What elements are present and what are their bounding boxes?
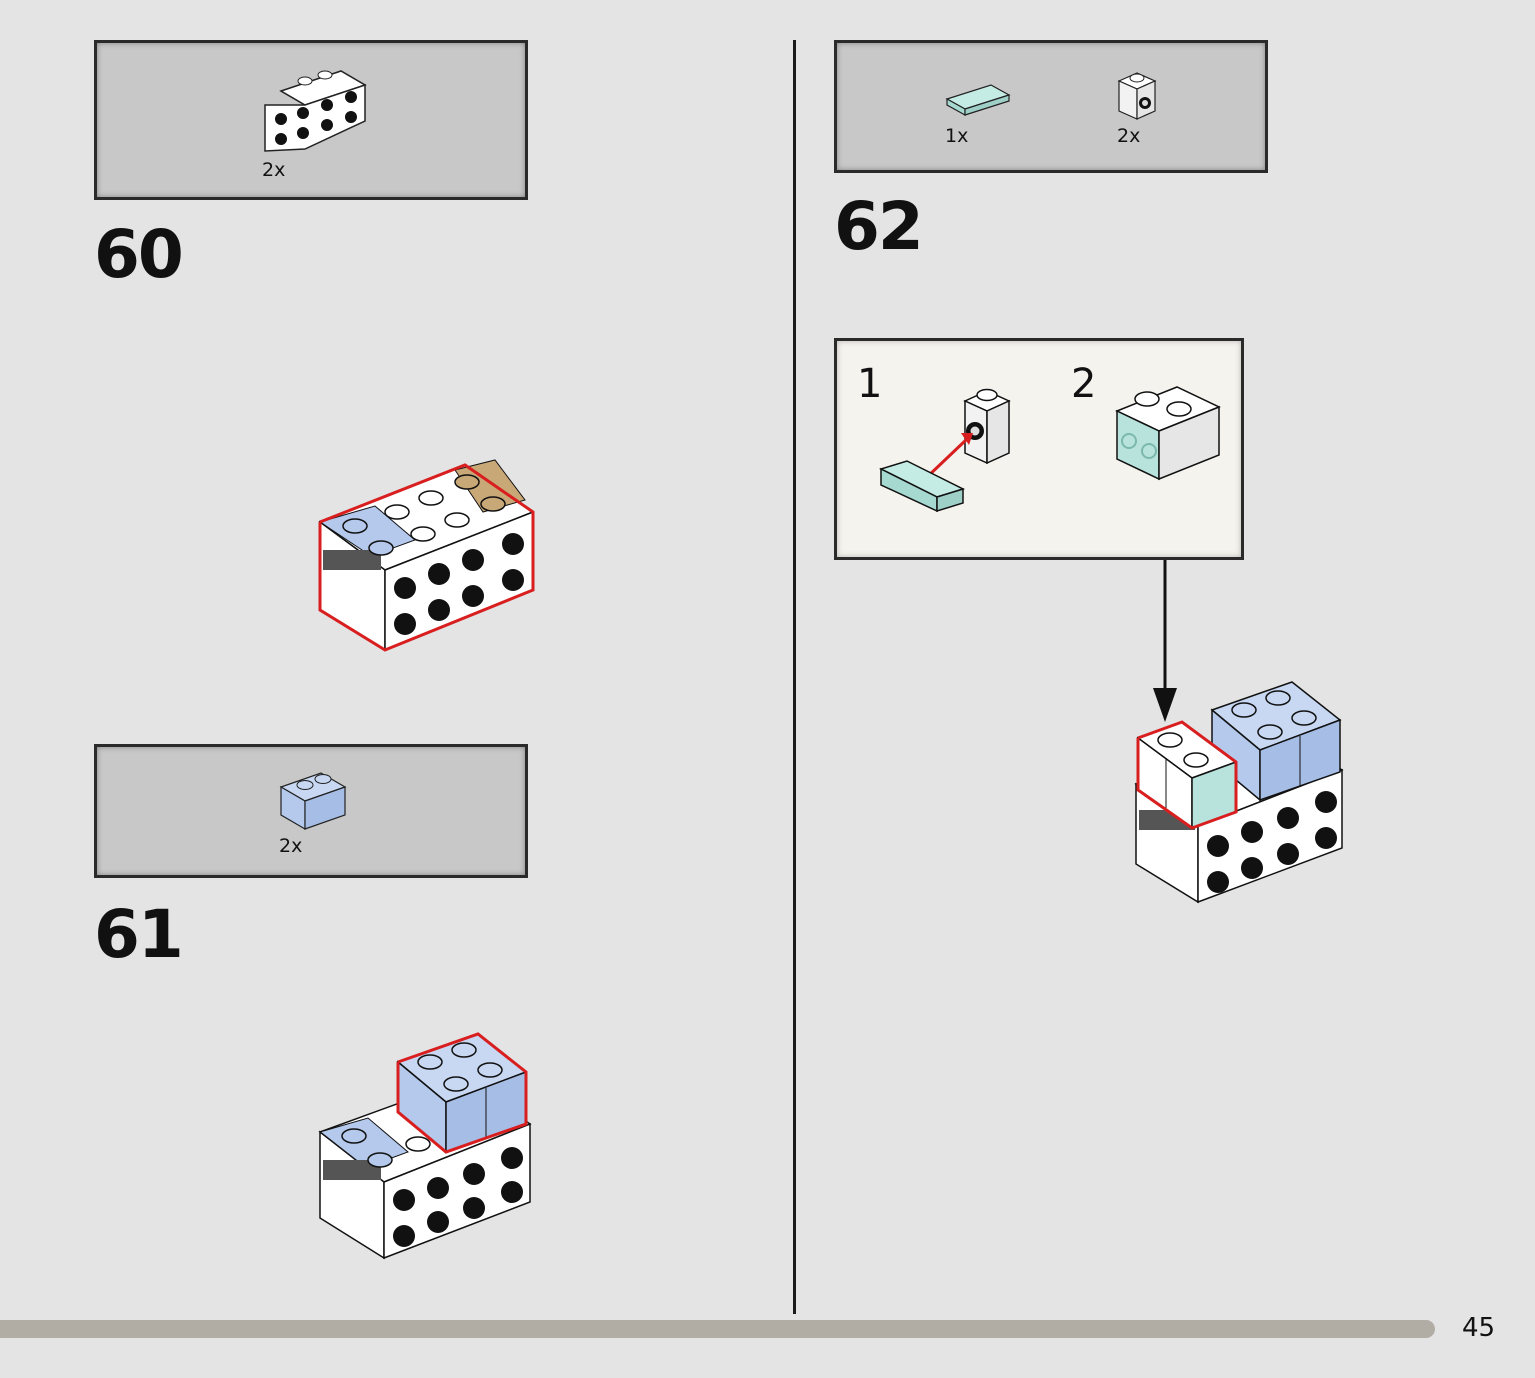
step-number-60: 60 <box>94 216 184 293</box>
step-61-part-qty: 2x <box>279 835 303 857</box>
step-60-part-qty: 2x <box>262 159 286 181</box>
white-brick-with-stud-part-icon <box>1117 72 1157 120</box>
step-62-parts-box: 1x 2x <box>834 40 1268 173</box>
step-number-62: 62 <box>834 188 924 265</box>
trans-clear-tile-part-icon <box>945 84 1011 117</box>
substep-1-number: 1 <box>857 361 883 407</box>
step-61-parts-box: 2x <box>94 744 528 878</box>
white-bracket-part-icon <box>264 70 367 152</box>
step-62-assembly-illustration <box>1134 681 1344 904</box>
instruction-progress-bar <box>0 1320 1435 1338</box>
page-number: 45 <box>1462 1313 1496 1343</box>
callout-pointer-arrow <box>1153 560 1177 722</box>
substep-2-number: 2 <box>1071 361 1097 407</box>
step-60-assembly-illustration <box>318 459 535 652</box>
substep-2-illustration <box>1115 386 1221 481</box>
substep-1-illustration <box>878 388 1011 513</box>
page-divider <box>793 40 796 1314</box>
light-blue-brick-part-icon <box>279 772 347 831</box>
step-61-assembly-illustration <box>318 1032 532 1260</box>
step-62-part-1-qty: 1x <box>945 125 969 147</box>
step-number-61: 61 <box>94 896 184 973</box>
step-62-part-2-qty: 2x <box>1117 125 1141 147</box>
step-62-sub-assembly-callout: 1 2 <box>834 338 1244 560</box>
step-60-parts-box: 2x <box>94 40 528 200</box>
